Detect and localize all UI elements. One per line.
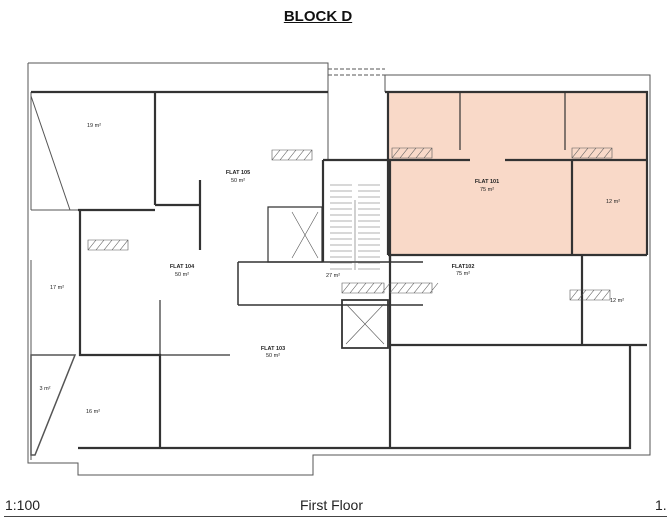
wardrobe xyxy=(389,282,439,294)
corridor-area: 27 m² xyxy=(326,273,340,279)
wardrobe xyxy=(341,282,391,294)
flat-101-name: FLAT 101 xyxy=(475,179,499,185)
balcony-outline xyxy=(28,62,329,160)
flat-105-name: FLAT 105 xyxy=(226,170,250,176)
scale-label: 1:100 xyxy=(5,497,41,513)
wardrobe xyxy=(87,239,129,251)
lift-shaft xyxy=(291,211,319,259)
flat-103-name: FLAT 103 xyxy=(261,346,285,352)
room-area: 12 m² xyxy=(610,298,624,304)
flat-102-area: 75 m² xyxy=(456,271,470,277)
floor-label: First Floor xyxy=(300,497,363,513)
wardrobe xyxy=(391,147,433,159)
flat-103-area: 50 m² xyxy=(266,353,280,359)
flat-101-highlight xyxy=(388,92,647,255)
room-area: 17 m² xyxy=(50,285,64,291)
wardrobe xyxy=(569,289,611,301)
lift-shaft xyxy=(345,303,385,345)
room-area: 12 m² xyxy=(606,199,620,205)
flat-102-name: FLAT102 xyxy=(452,264,475,270)
wardrobe xyxy=(271,149,313,161)
flat-104-name: FLAT 104 xyxy=(170,264,195,270)
room-area: 3 m² xyxy=(40,386,51,392)
staircase xyxy=(330,184,380,270)
wardrobe xyxy=(571,147,613,159)
flat-101-area: 75 m² xyxy=(480,187,494,193)
room-area: 19 m² xyxy=(87,123,101,129)
flat-105-area: 50 m² xyxy=(231,178,245,184)
room-area: 16 m² xyxy=(86,409,100,415)
drawing-title: BLOCK D xyxy=(283,8,353,25)
footer-rule xyxy=(4,516,667,517)
sheet-number: 1. xyxy=(655,497,667,513)
flat-104-area: 50 m² xyxy=(175,272,189,278)
